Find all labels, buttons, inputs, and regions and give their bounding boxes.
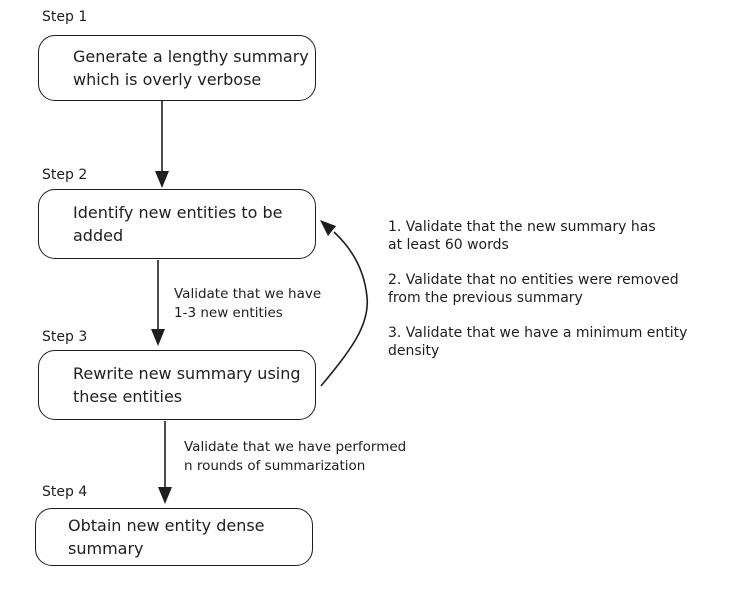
arrowhead-upleft-icon <box>320 220 336 236</box>
edge-label-line: Validate that we have performed <box>184 439 407 455</box>
step2-box-text: Identify new entities to be <box>73 203 283 222</box>
loop-validation-line: 2. Validate that no entities were remove… <box>388 272 679 288</box>
step4-box: Obtain new entity dense summary <box>35 508 313 566</box>
loop-validation-item-1: 1. Validate that the new summary has at … <box>388 218 688 254</box>
step1-label: Step 1 <box>42 9 88 25</box>
loop-validation-line: from the previous summary <box>388 290 583 306</box>
edge-label-line: 1-3 new entities <box>174 305 283 321</box>
arrow-step2-to-step3 <box>151 260 165 346</box>
loop-validation-line: 3. Validate that we have a minimum entit… <box>388 325 688 341</box>
loop-validation-line: at least 60 words <box>388 237 509 253</box>
step3-box-text: Rewrite new summary using <box>73 364 301 383</box>
arrowhead-down-icon <box>155 171 169 188</box>
edge-label-line: n rounds of summarization <box>184 458 366 474</box>
step2-box: Identify new entities to be added <box>38 189 316 259</box>
arrow-feedback-step3-to-step2 <box>320 220 369 387</box>
step4-box-text: Obtain new entity dense <box>68 516 265 535</box>
loop-validation-line: 1. Validate that the new summary has <box>388 219 656 235</box>
step1-box-text: Generate a lengthy summary <box>73 47 309 66</box>
arrow-step1-to-step2 <box>155 101 169 188</box>
step2-box-text: added <box>73 226 124 245</box>
edge-label-line: Validate that we have <box>174 286 322 302</box>
step2-label: Step 2 <box>42 167 88 183</box>
loop-validation-item-3: 3. Validate that we have a minimum entit… <box>388 324 688 360</box>
loop-validation-line: density <box>388 343 440 359</box>
edge-label-rounds: Validate that we have performed n rounds… <box>184 438 406 476</box>
step1-box-text: which is overly verbose <box>73 70 262 89</box>
step4-box-text: summary <box>68 539 144 558</box>
step3-box: Rewrite new summary using these entities <box>38 350 316 420</box>
loop-validation-list: 1. Validate that the new summary has at … <box>388 218 688 377</box>
step4-label: Step 4 <box>42 484 88 500</box>
arrowhead-down-icon <box>151 329 165 346</box>
edge-label-entities: Validate that we have 1-3 new entities <box>174 285 321 323</box>
arrowhead-down-icon <box>158 487 172 504</box>
loop-validation-item-2: 2. Validate that no entities were remove… <box>388 271 688 307</box>
arrow-step3-to-step4 <box>158 421 172 504</box>
step1-box: Generate a lengthy summary which is over… <box>38 35 316 101</box>
step3-box-text: these entities <box>73 387 183 406</box>
step3-label: Step 3 <box>42 329 88 345</box>
